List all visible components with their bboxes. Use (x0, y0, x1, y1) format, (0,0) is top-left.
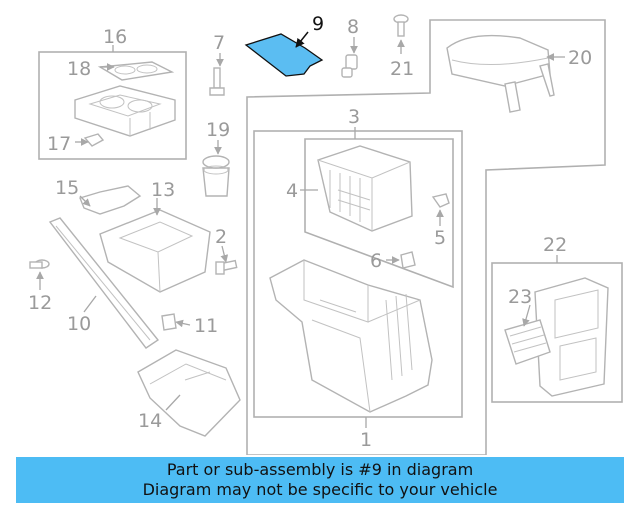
part-6-clip (400, 251, 416, 269)
part-22-rear-panel (534, 277, 609, 397)
callout-19: 19 (206, 119, 230, 141)
callout-7: 7 (213, 32, 225, 54)
part-21-screw (393, 14, 409, 37)
callout-9: 9 (312, 13, 324, 35)
callout-13: 13 (151, 179, 175, 201)
group-box-3 (304, 138, 454, 289)
banner-line-part-number: Part or sub-assembly is #9 in diagram (166, 460, 474, 479)
part-13-mount-bracket (99, 209, 211, 293)
callout-15: 15 (55, 177, 79, 199)
callout-8: 8 (347, 16, 359, 38)
console-outline (246, 19, 606, 455)
info-banner: Part or sub-assembly is #9 in diagram Di… (16, 457, 624, 503)
callout-14: 14 (138, 410, 162, 432)
callout-11: 11 (194, 315, 218, 337)
callout-18: 18 (67, 58, 91, 80)
callout-6: 6 (370, 250, 382, 272)
callout-4: 4 (286, 180, 298, 202)
part-1-console-body (269, 259, 433, 413)
part-5-clip (431, 193, 450, 208)
part-19-cup (202, 155, 230, 197)
part-7-bolt (209, 67, 225, 96)
part-9-liner-highlighted (244, 33, 324, 77)
callout-22: 22 (543, 234, 567, 256)
group-box-1 (253, 130, 463, 418)
callout-23: 23 (508, 286, 532, 308)
part-15-bracket (79, 185, 142, 215)
callout-17: 17 (47, 133, 71, 155)
parts-diagram: 16 18 17 9 7 8 21 20 19 3 4 5 6 15 13 2 … (28, 13, 623, 455)
part-8-clip (341, 54, 358, 78)
banner-line-disclaimer: Diagram may not be specific to your vehi… (142, 480, 498, 499)
callout-10: 10 (67, 313, 91, 335)
part-20-armrest-lid (446, 34, 555, 113)
callout-16: 16 (103, 26, 127, 48)
part-10-side-panel (48, 217, 160, 349)
part-2-bolt (215, 259, 238, 275)
part-18-cup-holder-mat (97, 61, 175, 81)
callout-5: 5 (434, 227, 446, 249)
cup-holder-body (74, 85, 176, 137)
callout-21: 21 (390, 58, 414, 80)
part-11-clip (161, 313, 177, 331)
callout-1: 1 (360, 429, 372, 451)
part-14-lower-panel (137, 349, 241, 437)
callout-12: 12 (28, 292, 52, 314)
callout-2: 2 (215, 226, 227, 248)
part-12-screw (29, 259, 50, 269)
part-4-storage-bin (317, 145, 413, 232)
callout-3: 3 (348, 106, 360, 128)
callout-20: 20 (568, 47, 592, 69)
part-17-clip (83, 133, 105, 147)
